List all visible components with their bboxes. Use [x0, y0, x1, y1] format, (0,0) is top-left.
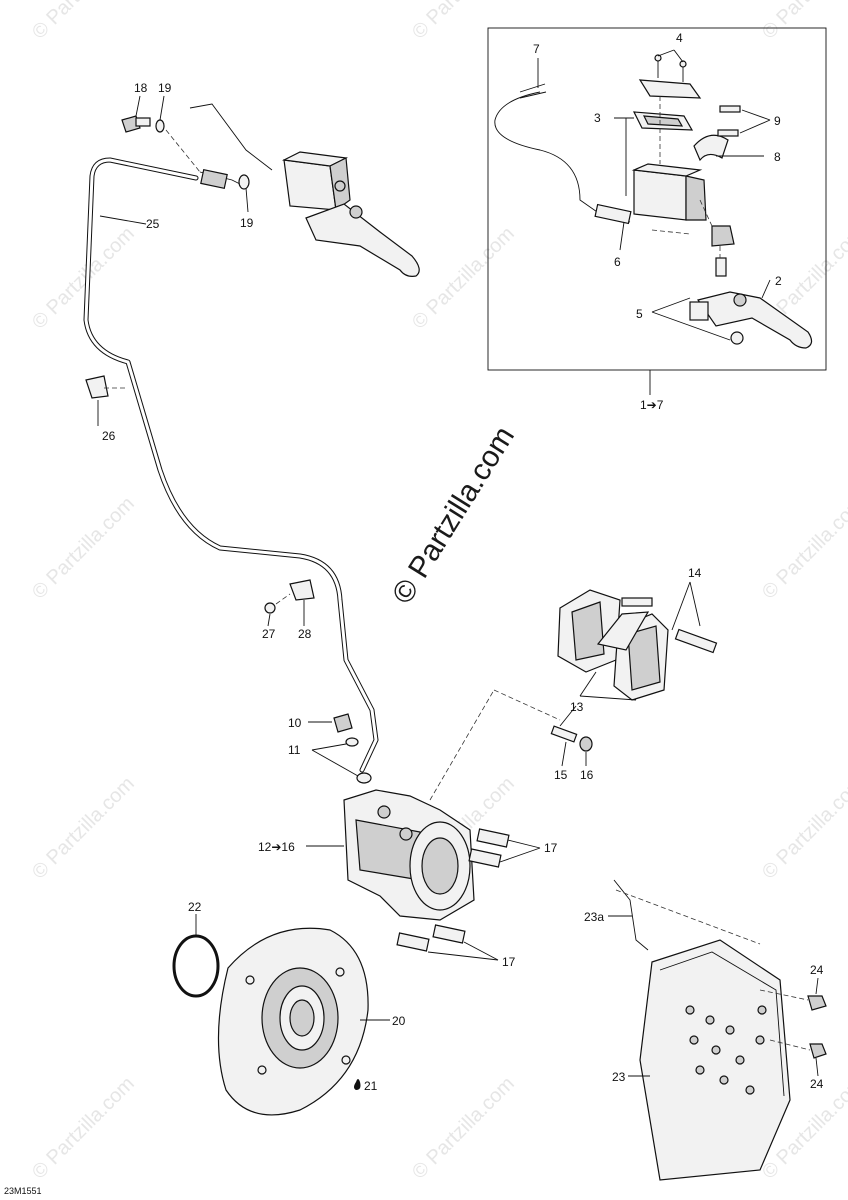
drawing-code: 23M1551: [4, 1186, 42, 1196]
callout-7: 7: [533, 42, 540, 56]
watermark-tile: © Partzilla.com: [28, 773, 139, 884]
watermark-tile: © Partzilla.com: [408, 0, 519, 44]
callout-16: 16: [580, 768, 594, 782]
callout-22: 22: [188, 900, 202, 914]
callout-3: 3: [594, 111, 601, 125]
callout-23a: 23a: [584, 910, 604, 924]
inset-master-cylinder: [494, 49, 813, 349]
callout-17-lower: 17: [502, 955, 516, 969]
callout-23: 23: [612, 1070, 626, 1084]
watermark-tile: © Partzilla.com: [28, 493, 139, 604]
callout-2: 2: [775, 274, 782, 288]
callout-17-upper: 17: [544, 841, 558, 855]
callout-26: 26: [102, 429, 116, 443]
callout-25: 25: [146, 217, 160, 231]
callout-11: 11: [288, 743, 301, 757]
callout-4: 4: [676, 31, 683, 45]
callout-27: 27: [262, 627, 276, 641]
disc-guard: [608, 879, 827, 1181]
main-watermark: © Partzilla.com: [386, 421, 521, 610]
master-cylinder-assembly: [121, 95, 420, 277]
watermark-tile: © Partzilla.com: [28, 223, 139, 334]
callout-10: 10: [288, 716, 302, 730]
brake-hose: [83, 157, 379, 773]
callout-21: 21: [364, 1079, 378, 1093]
callout-labels: 1➔7 2 3 4 5 6 7 8 9 10 11 12➔16 13 14 15…: [102, 31, 824, 1093]
watermark-tile: © Partzilla.com: [408, 1073, 519, 1184]
callout-24-lower: 24: [810, 1077, 824, 1091]
callout-5: 5: [636, 307, 643, 321]
callout-19-upper: 19: [158, 81, 172, 95]
watermark-tile: © Partzilla.com: [28, 1073, 139, 1184]
watermark-tile: © Partzilla.com: [28, 0, 139, 44]
callout-8: 8: [774, 150, 781, 164]
watermark-tile: © Partzilla.com: [408, 223, 519, 334]
callout-6: 6: [614, 255, 621, 269]
watermark-tile: © Partzilla.com: [758, 493, 848, 604]
callout-18: 18: [134, 81, 148, 95]
callout-15: 15: [554, 768, 568, 782]
watermark-tile: © Partzilla.com: [758, 773, 848, 884]
callout-1-7: 1➔7: [640, 398, 664, 412]
callout-20: 20: [392, 1014, 406, 1028]
watermark-tile: © Partzilla.com: [758, 0, 848, 44]
callout-13: 13: [570, 700, 584, 714]
brake-disc: [172, 914, 390, 1116]
inset-frame: [487, 27, 827, 371]
callout-24-upper: 24: [810, 963, 824, 977]
callout-19-lower: 19: [240, 216, 254, 230]
callout-14: 14: [688, 566, 702, 580]
callout-28: 28: [298, 627, 312, 641]
brake-pads: [550, 581, 718, 767]
callout-12-16: 12➔16: [258, 840, 295, 854]
caliper-assembly: [306, 689, 561, 961]
callout-9: 9: [774, 114, 781, 128]
